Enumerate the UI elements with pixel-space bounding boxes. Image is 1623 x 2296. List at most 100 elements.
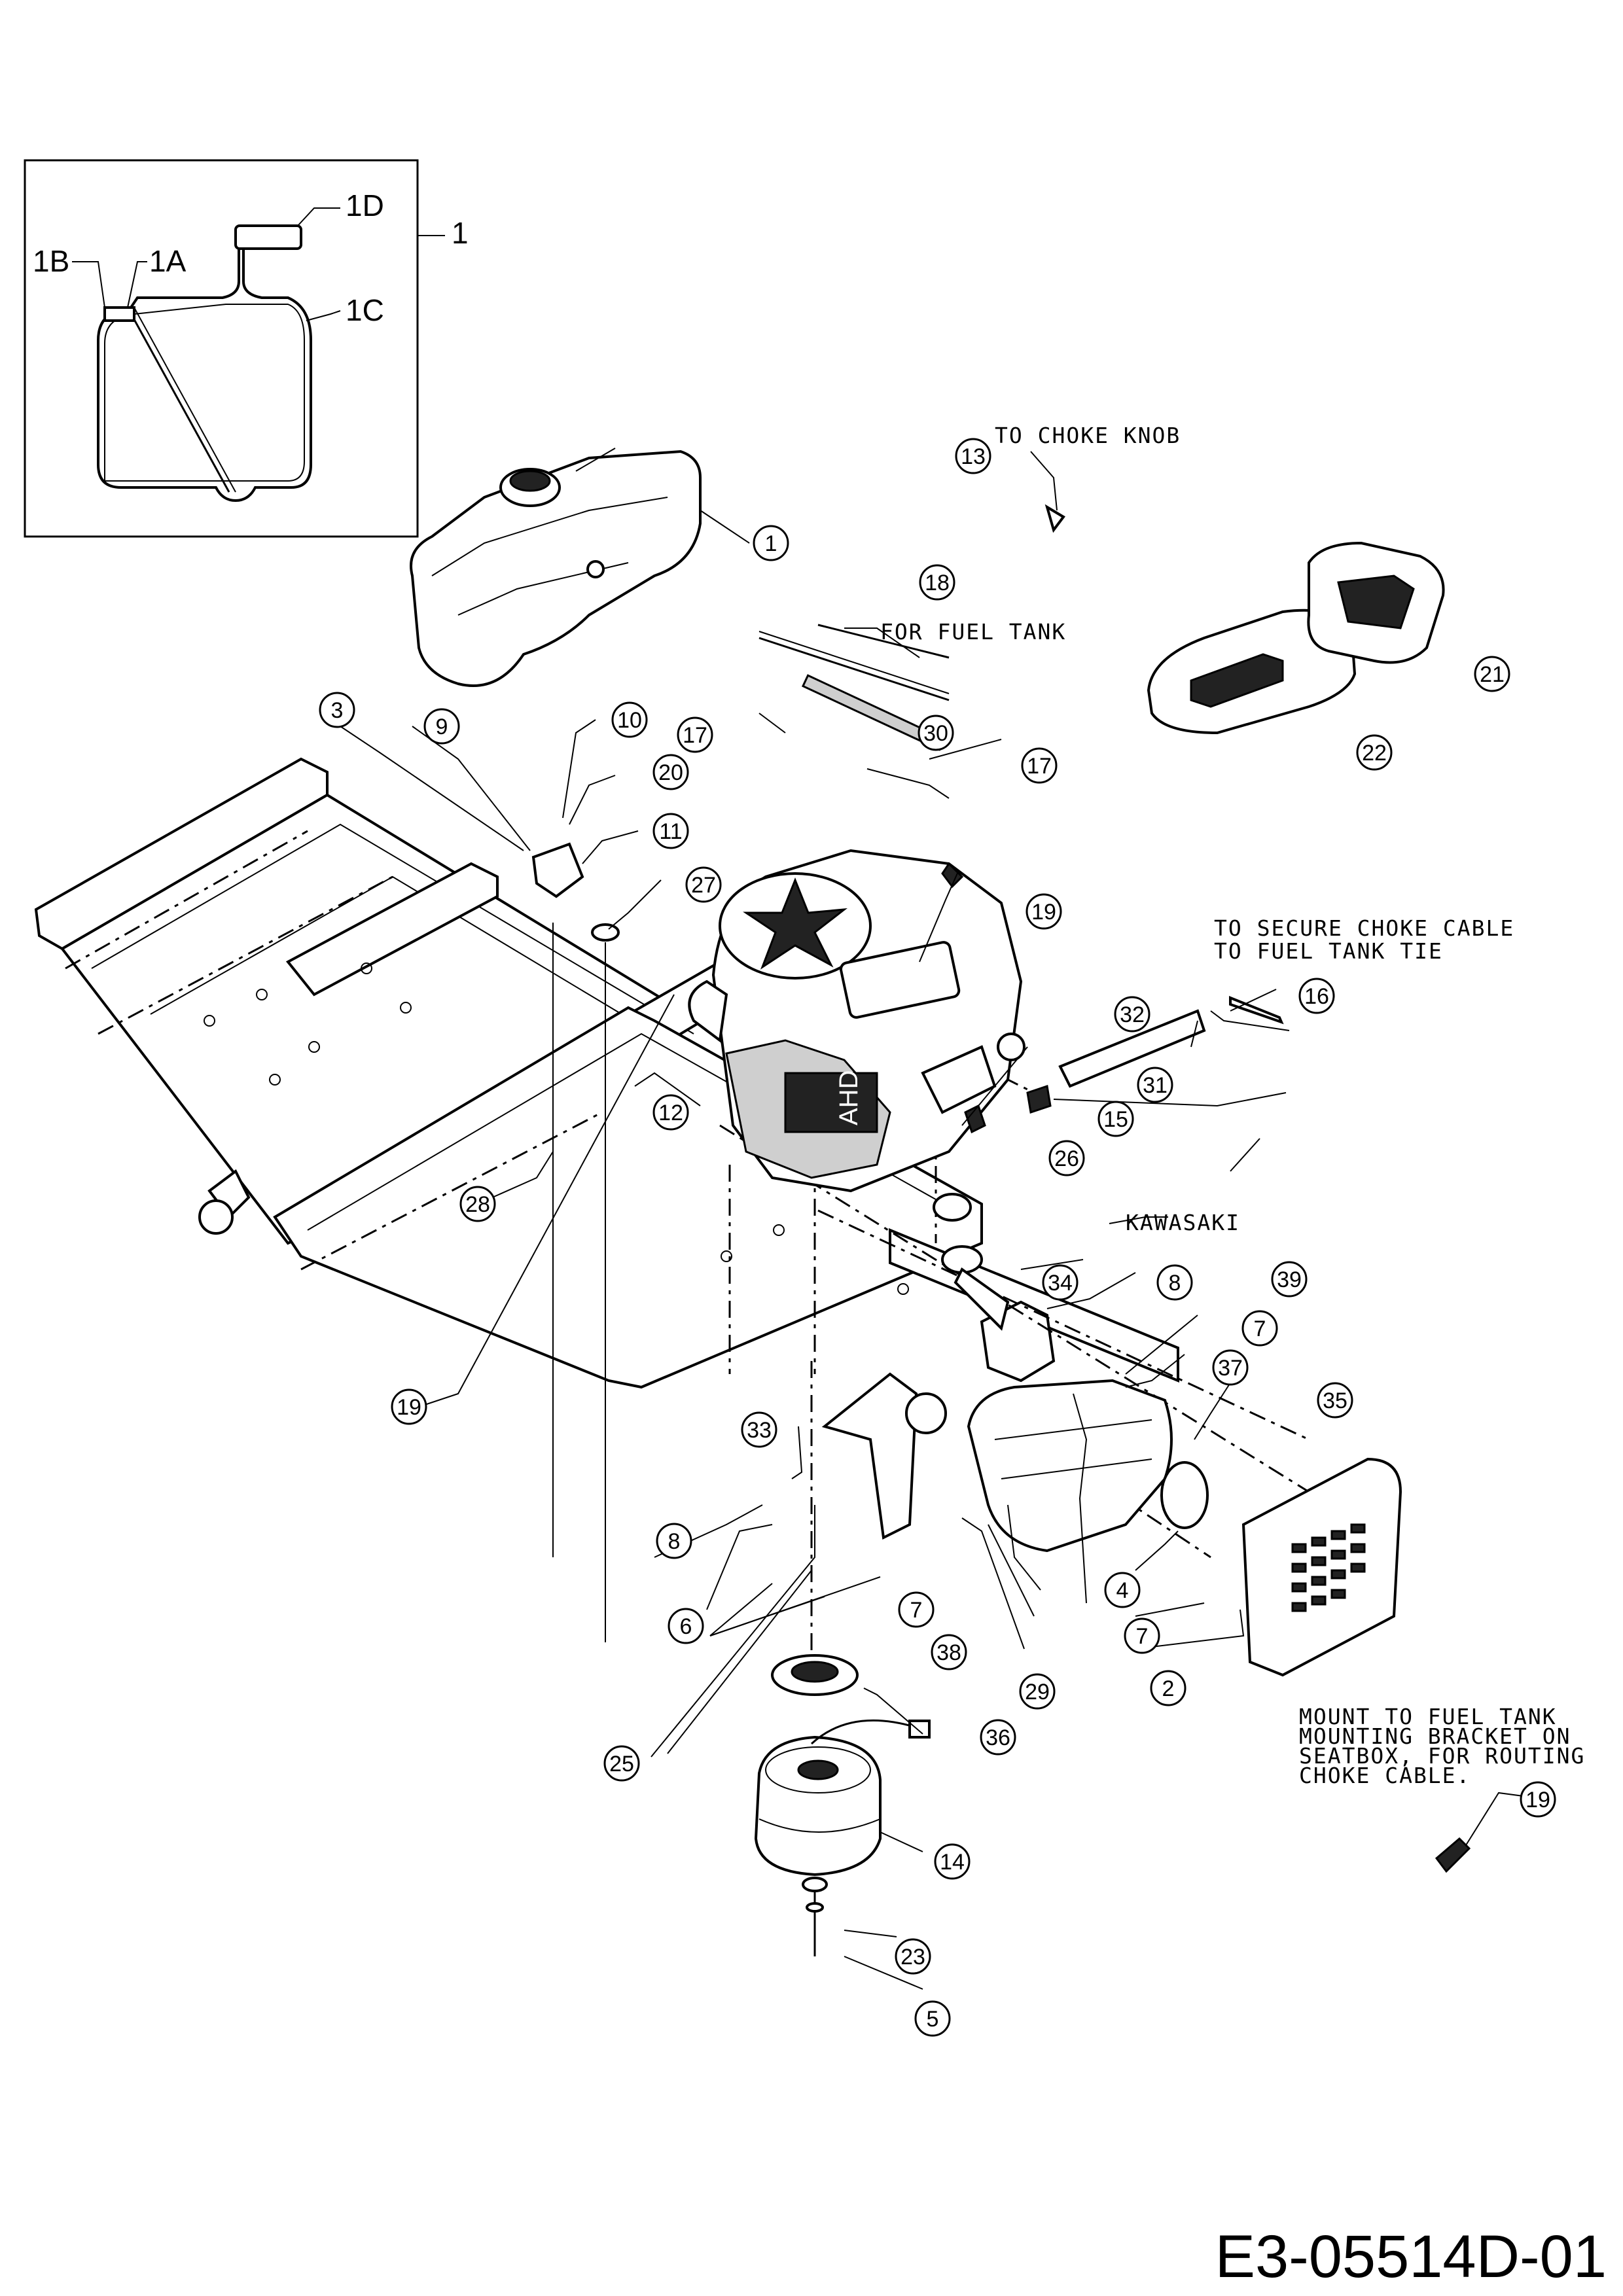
- leader-lines: [320, 451, 1548, 1990]
- svg-text:34: 34: [1048, 1271, 1073, 1296]
- callout-8a: 8: [1156, 1264, 1193, 1301]
- note-secure-1: TO SECURE CHOKE CABLE: [1214, 915, 1514, 941]
- callout-15: 15: [1097, 1101, 1134, 1137]
- callout-2: 2: [1150, 1670, 1186, 1706]
- callout-16: 16: [1298, 978, 1335, 1014]
- callout-23: 23: [895, 1938, 931, 1975]
- callout-9: 9: [423, 708, 460, 745]
- callout-26: 26: [1048, 1140, 1085, 1176]
- callout-30: 30: [918, 715, 954, 751]
- callout-12: 12: [652, 1094, 689, 1131]
- callout-11: 11: [652, 813, 689, 849]
- callout-34: 34: [1042, 1264, 1079, 1301]
- svg-text:5: 5: [927, 2007, 939, 2032]
- svg-text:10: 10: [617, 708, 642, 733]
- callout-22: 22: [1356, 734, 1393, 771]
- inset-fitting: [103, 306, 135, 322]
- svg-text:27: 27: [691, 873, 716, 898]
- note-kawasaki: KAWASAKI: [1126, 1210, 1240, 1235]
- svg-text:39: 39: [1277, 1267, 1302, 1292]
- svg-text:8: 8: [1169, 1271, 1181, 1296]
- svg-text:38: 38: [936, 1640, 961, 1665]
- svg-text:17: 17: [683, 723, 707, 748]
- svg-text:2: 2: [1162, 1676, 1175, 1701]
- callout-1: 1: [753, 525, 789, 561]
- inset-pickup-tube: [126, 307, 230, 493]
- cable-tie: [758, 637, 950, 701]
- svg-text:7: 7: [1136, 1624, 1149, 1649]
- hose-32: [1058, 1009, 1206, 1088]
- inset-label-1b: 1B: [33, 244, 69, 278]
- callout-19b: 19: [391, 1388, 427, 1425]
- inset-label-1c: 1C: [346, 293, 384, 327]
- callout-38: 38: [931, 1634, 967, 1670]
- note-fuel-tank: FOR FUEL TANK: [880, 619, 1066, 645]
- svg-text:18: 18: [925, 571, 950, 595]
- muffler: [967, 1379, 1173, 1553]
- inset-tank-outline: [97, 244, 312, 503]
- callout-39: 39: [1271, 1261, 1308, 1298]
- svg-text:12: 12: [658, 1101, 683, 1125]
- callout-19a: 19: [1026, 893, 1062, 930]
- svg-text:1: 1: [765, 531, 777, 556]
- svg-text:11: 11: [659, 819, 682, 844]
- inset-label-1a: 1A: [149, 244, 187, 278]
- engine-badge: AHD: [834, 1070, 863, 1125]
- bracket: [821, 1372, 918, 1540]
- svg-text:25: 25: [609, 1752, 634, 1776]
- inset-fuel-tank-detail: 1D 1C 1B 1A 1: [24, 159, 469, 538]
- callout-31: 31: [1137, 1067, 1173, 1103]
- clutch-assembly: [754, 1654, 931, 1956]
- inset-label-1: 1: [452, 216, 469, 250]
- callout-32: 32: [1114, 996, 1150, 1033]
- svg-text:4: 4: [1116, 1578, 1129, 1603]
- callout-28: 28: [459, 1186, 496, 1222]
- note-mount-3: SEATBOX, FOR ROUTING: [1299, 1743, 1585, 1769]
- inset-label-1d: 1D: [346, 188, 384, 222]
- note-choke-knob: TO CHOKE KNOB: [995, 423, 1181, 448]
- callout-35: 35: [1317, 1382, 1353, 1419]
- callout-17b: 17: [1021, 747, 1058, 784]
- svg-text:9: 9: [436, 715, 448, 739]
- svg-text:33: 33: [747, 1418, 772, 1443]
- callout-8b: 8: [656, 1523, 692, 1559]
- callout-7c: 7: [1124, 1617, 1160, 1654]
- muffler-guard: [1241, 1457, 1402, 1677]
- callout-4: 4: [1104, 1572, 1141, 1608]
- svg-text:15: 15: [1103, 1107, 1128, 1132]
- callout-27: 27: [685, 866, 722, 903]
- callout-33: 33: [741, 1411, 777, 1448]
- svg-text:32: 32: [1120, 1002, 1145, 1027]
- svg-text:19: 19: [397, 1395, 421, 1420]
- svg-text:16: 16: [1304, 984, 1329, 1009]
- callout-21: 21: [1474, 656, 1510, 692]
- svg-text:7: 7: [1254, 1316, 1266, 1341]
- callout-25: 25: [603, 1745, 640, 1782]
- svg-text:13: 13: [961, 444, 986, 469]
- callout-13: 13: [955, 438, 991, 474]
- svg-text:6: 6: [680, 1614, 692, 1639]
- svg-text:35: 35: [1323, 1388, 1347, 1413]
- callout-7b: 7: [898, 1591, 935, 1628]
- svg-text:21: 21: [1480, 662, 1505, 687]
- small-parts-top: [531, 504, 1284, 1642]
- svg-text:20: 20: [658, 760, 683, 785]
- pto-clutch: [754, 1735, 882, 1877]
- callout-5: 5: [914, 2000, 951, 2037]
- callout-bubbles: 1 2 3 4 5 6 7 7 7 8 8 9 10 11 12 13 14 1…: [319, 438, 1556, 2037]
- muffler-assembly: [967, 1379, 1402, 1677]
- engine-fan-star: [743, 877, 847, 970]
- svg-text:23: 23: [901, 1945, 925, 1969]
- throttle-bracket: [531, 842, 584, 898]
- air-filter-parts: [1147, 541, 1445, 735]
- svg-text:36: 36: [986, 1725, 1010, 1750]
- svg-text:19: 19: [1031, 900, 1056, 925]
- svg-text:8: 8: [668, 1529, 681, 1554]
- engine: AHD: [688, 849, 1026, 1193]
- callout-10: 10: [611, 701, 648, 738]
- svg-text:37: 37: [1218, 1356, 1243, 1381]
- callout-6: 6: [668, 1608, 704, 1644]
- callout-7a: 7: [1241, 1310, 1278, 1347]
- svg-text:31: 31: [1143, 1073, 1168, 1098]
